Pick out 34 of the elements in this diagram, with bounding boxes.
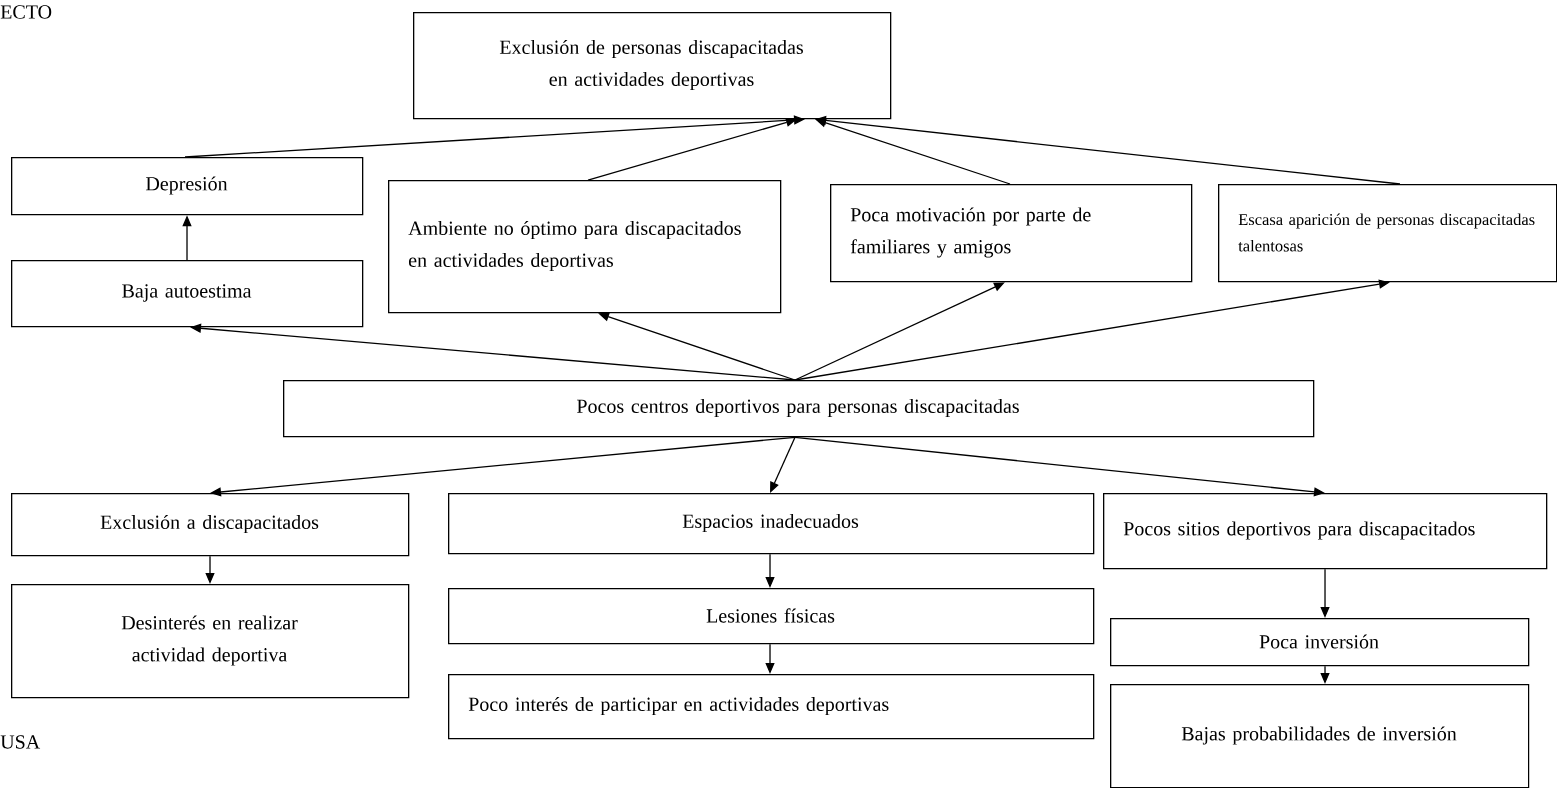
cause-effect-box [1110, 684, 1530, 788]
node-label: Pocos centros deportivos para personas discapacitadas [576, 398, 1019, 418]
node-label: Desinterés en realizar actividad deportiva [121, 615, 298, 666]
arrow [770, 436, 796, 493]
cause-effect-box [11, 157, 364, 216]
node-label: Exclusión a discapacitados [100, 514, 319, 534]
node-label: Exclusión de personas discapacitadas en actividades deportivas [499, 39, 803, 91]
node-label: Poca inversión [1259, 634, 1379, 649]
effect-box [413, 12, 892, 120]
cause-effect-box [11, 493, 410, 557]
section-label: USA [0, 735, 41, 749]
node-label: Espacios inadecuados [682, 513, 859, 533]
cause-effect-box [1110, 618, 1530, 667]
cause-effect-box [1103, 493, 1548, 570]
node-label: Pocos sitios deportivos para discapacitados [1123, 521, 1475, 540]
cause-effect-box [448, 588, 1095, 645]
node-label: Poco interés de participar en actividades deportivas [468, 696, 889, 716]
node-label: Baja autoestima [122, 284, 252, 302]
cause-effect-box [11, 584, 410, 699]
cause-effect-box [1218, 184, 1557, 283]
cause-effect-box [448, 493, 1095, 555]
arrow [794, 282, 1005, 381]
node-label: Lesiones físicas [706, 608, 835, 623]
cause-box [283, 380, 1315, 438]
cause-effect-box [388, 180, 782, 314]
cause-effect-box [448, 674, 1095, 740]
node-label: Poca motivación por parte de familiares y amigos [850, 207, 1091, 258]
node-label: Depresión [145, 176, 228, 195]
node-label: Escasa aparición de personas discapacitadas talentosas [1238, 213, 1535, 252]
cause-effect-box [11, 260, 364, 328]
node-label: Ambiente no óptimo para discapacitados en actividades deportivas [408, 220, 741, 272]
node-label: Bajas probabilidades de inversión [1181, 726, 1457, 745]
section-label: ECTO [0, 5, 52, 19]
cause-effect-box [830, 184, 1193, 283]
